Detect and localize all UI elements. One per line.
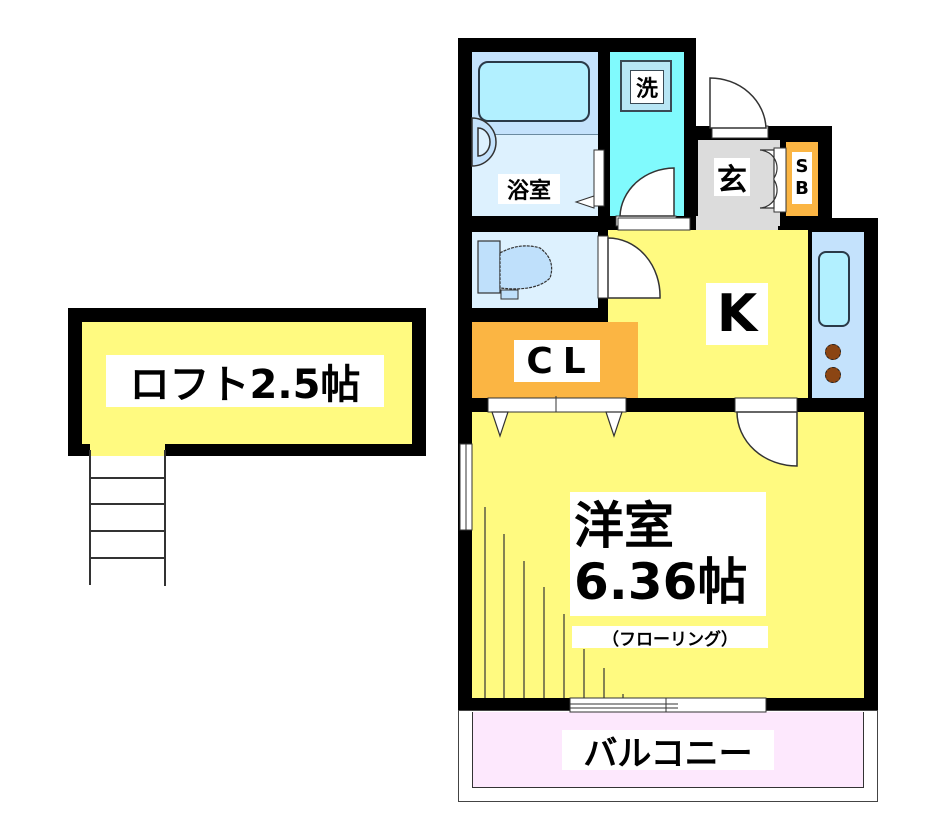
entrance-label: 玄 (714, 158, 750, 198)
bathroom-door-arrow-icon (574, 195, 595, 209)
western-room-label-size: 6.36帖 (574, 553, 748, 611)
toilet-icon (477, 240, 553, 300)
closet-fold-icon-1 (491, 411, 509, 438)
closet-door-left (487, 397, 557, 413)
bath-faucet-icon (471, 117, 497, 167)
toilet-door-swing (607, 237, 661, 299)
shoe-box-doors (773, 147, 787, 213)
kitchen-label: K (706, 283, 768, 345)
bathroom-label: 浴室 (498, 174, 560, 204)
toilet-door (597, 235, 609, 299)
flooring-pattern (484, 507, 624, 698)
shoe-box-label-b: B (795, 178, 809, 199)
closet-fold-icon-2 (605, 411, 623, 438)
kitchen-sink (818, 251, 850, 327)
front-door-swing (709, 77, 767, 129)
western-room-label: 洋室 6.36帖 (570, 492, 766, 616)
bathroom-door (593, 149, 605, 207)
closet-door-right (555, 397, 627, 413)
washroom-door-swing (619, 167, 675, 217)
western-room-label-type: 洋室 (574, 497, 674, 555)
shoe-box-label-s: S (795, 156, 809, 177)
balcony-sliding-door (569, 697, 767, 713)
western-room-door (734, 397, 798, 413)
washer-label: 洗 (630, 70, 664, 104)
balcony-label: バルコニー (562, 730, 774, 774)
closet-label: CL (514, 340, 600, 382)
bathtub (478, 61, 590, 122)
stove-burner-2 (825, 367, 841, 383)
shoe-box-label: S B (792, 152, 812, 204)
entrance-floor-edge (698, 218, 778, 230)
western-room-flooring-label: （フローリング） (572, 626, 768, 650)
western-room-door-swing (736, 411, 798, 467)
loft-ladder-opening (90, 444, 165, 456)
stove-burner-1 (825, 344, 841, 360)
loft-label: ロフト2.5帖 (106, 355, 384, 408)
